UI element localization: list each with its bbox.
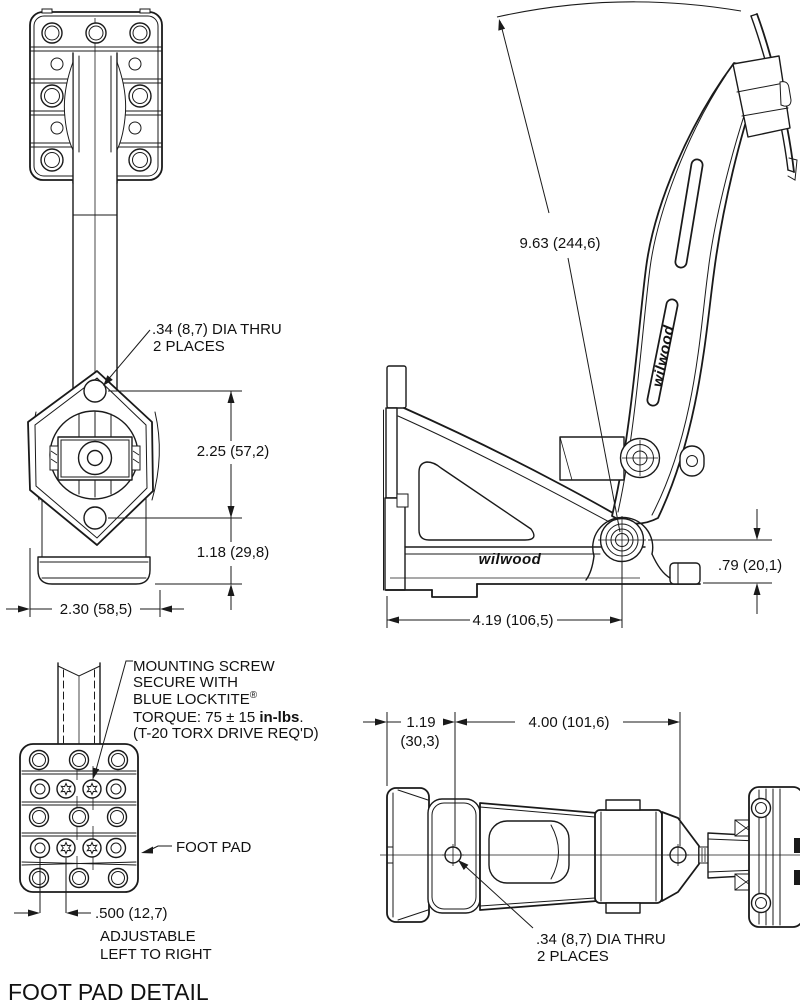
front-dim-225-text: 2.25 (57,2) — [197, 443, 270, 460]
top-left-hole — [442, 844, 464, 866]
pivot-side-tabs — [49, 445, 141, 471]
top-mounting-plate — [748, 786, 800, 928]
front-dim-230-text: 2.30 (58,5) — [60, 601, 133, 618]
torx-star-icon — [60, 782, 72, 796]
screw-note-line4: TORQUE: 75 ± 15 in-lbs. — [133, 709, 304, 726]
detail-adjust-line1: ADJUSTABLE — [100, 928, 196, 945]
top-dim-dia-note: .34 (8,7) DIA THRU 2 PLACES — [458, 860, 666, 965]
front-pivot-block — [27, 370, 154, 546]
side-dim-pivot-height: .79 (20,1) — [648, 509, 782, 614]
torx-star-icon — [60, 841, 72, 855]
side-dim-radius-text: 9.63 (244,6) — [520, 235, 601, 252]
detail-pad-holes — [28, 749, 129, 889]
foot-pad-detail-view: MOUNTING SCREW SECURE WITH BLUE LOCKTITE… — [14, 658, 319, 963]
front-dim-118: 1.18 (29,8) — [155, 518, 269, 610]
side-dim-base-length-text: 4.19 (106,5) — [473, 612, 554, 629]
side-clevis — [559, 436, 705, 481]
foot-pad-label-text: FOOT PAD — [176, 839, 251, 856]
front-lower-hole — [83, 506, 107, 530]
front-dim-118-text: 1.18 (29,8) — [197, 544, 270, 561]
detail-arm-stub — [57, 662, 101, 747]
detail-pad — [19, 743, 139, 893]
plate-holes — [40, 22, 152, 172]
side-dim-pivot-height-text: .79 (20,1) — [718, 557, 782, 574]
torx-star-icon — [86, 841, 98, 855]
side-base-wilwood-logo: wilwood — [479, 551, 542, 568]
top-clevis-block — [594, 799, 663, 914]
side-foot-pad-top — [732, 13, 798, 181]
screw-note-line2: SECURE WITH — [133, 674, 238, 691]
top-dim-pad-width: 1.19 (30,3) — [363, 712, 456, 846]
top-arm — [479, 802, 598, 911]
front-view: .34 (8,7) DIA THRU 2 PLACES 2.25 (57,2) … — [6, 8, 282, 618]
detail-dim-spacing-text: .500 (12,7) — [95, 905, 168, 922]
side-dim-base-length: 4.19 (106,5) — [386, 562, 623, 629]
top-dim-hole-distance: 4.00 (101,6) — [455, 712, 681, 846]
torx-star-icon — [86, 782, 98, 796]
front-dia-note-line2: 2 PLACES — [153, 338, 225, 355]
side-view: wilwood wilwood — [383, 1, 798, 629]
side-pedal-arm: wilwood — [611, 62, 764, 525]
top-dim-hole-distance-text: 4.00 (101,6) — [529, 714, 610, 731]
detail-pad-grooves — [21, 770, 137, 866]
screw-note-line1: MOUNTING SCREW — [133, 658, 276, 675]
front-upper-hole — [83, 379, 107, 403]
detail-adjust-line2: LEFT TO RIGHT — [100, 946, 212, 963]
front-dim-dia-note: .34 (8,7) DIA THRU 2 PLACES — [103, 321, 282, 386]
top-dia-note-line1: .34 (8,7) DIA THRU — [536, 931, 666, 948]
front-dim-225: 2.25 (57,2) — [108, 390, 270, 519]
side-dim-radius: 9.63 (244,6) — [496, 1, 742, 533]
top-view: 1.19 (30,3) 4.00 (101,6) .34 (8,7) DIA T… — [363, 712, 800, 965]
detail-pad-label: FOOT PAD — [141, 839, 251, 856]
top-right-hole — [667, 844, 689, 866]
top-dim-pad-width-value: 1.19 — [406, 714, 435, 731]
screw-note-line3: BLUE LOCKTITE® — [133, 690, 258, 708]
top-dia-note-line2: 2 PLACES — [537, 948, 609, 965]
front-dim-230: 2.30 (58,5) — [6, 548, 184, 618]
front-dia-note-line1: .34 (8,7) DIA THRU — [152, 321, 282, 338]
detail-screw-note: MOUNTING SCREW SECURE WITH BLUE LOCKTITE… — [92, 658, 319, 779]
drawing-title: FOOT PAD DETAIL — [8, 979, 209, 1005]
front-mounting-plate — [29, 8, 163, 184]
side-pivot — [585, 516, 671, 581]
detail-dim-spacing: .500 (12,7) ADJUSTABLE LEFT TO RIGHT — [14, 858, 212, 963]
pivot-bore — [86, 449, 104, 467]
screw-note-line5: (T-20 TORX DRIVE REQ'D) — [133, 725, 319, 742]
side-base-bottom — [385, 562, 701, 598]
front-foot-bracket — [37, 556, 151, 585]
top-dim-pad-width-metric: (30,3) — [400, 733, 439, 750]
detail-torx-screws — [56, 779, 102, 858]
